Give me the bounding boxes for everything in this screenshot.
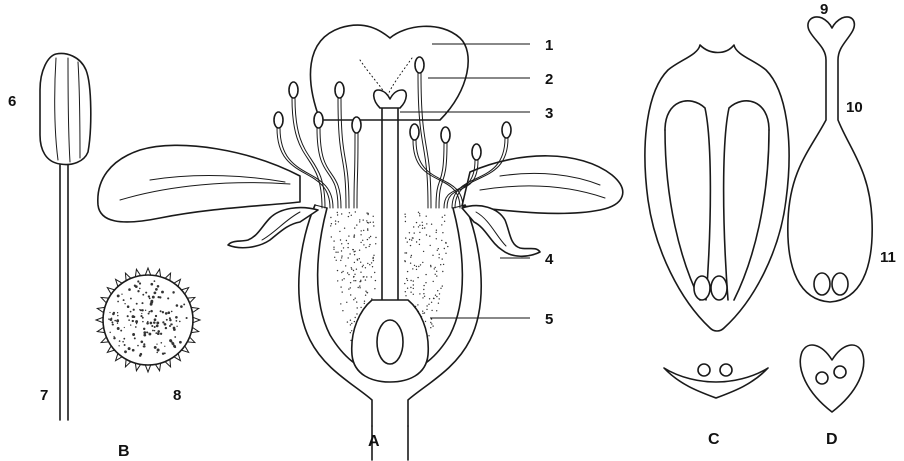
panel-label-b: B [118,443,130,460]
stamen-anther [274,112,283,128]
label-6: 6 [8,93,16,110]
panel-b-stamen [40,54,91,420]
label-8: 8 [173,387,181,404]
panel-d-pistil [788,17,872,412]
carpel-cross-section [664,368,768,398]
label-5: 5 [545,311,553,328]
stamen-filament [436,143,444,208]
ovule [377,320,403,364]
panel-label-d: D [826,431,838,448]
stamen-anther [415,57,424,73]
label-10: 10 [846,99,863,116]
stamen-anther [335,82,344,98]
stamen-anther [502,122,511,138]
label-2: 2 [545,71,553,88]
panel-c-carpel [645,45,789,398]
stamen-anther [289,82,298,98]
filament [60,165,68,420]
anther [40,54,91,165]
stamen-anther [472,144,481,160]
label-11: 11 [880,249,896,266]
pistil-cross-section [800,345,863,412]
style [382,108,398,300]
label-4: 4 [545,251,554,268]
stamen-anther [352,117,361,133]
pollen-grain [96,268,200,372]
pistil-outline [788,17,872,302]
panel-label-a: A [368,433,380,450]
panel-label-c: C [708,431,720,448]
stamen-filament [354,133,355,208]
left-petal [98,145,300,222]
label-9: 9 [820,1,828,18]
stamen-anther [314,112,323,128]
stamen-anther [441,127,450,143]
stamen-anther [410,124,419,140]
label-7: 7 [40,387,48,404]
label-1: 1 [545,37,553,54]
label-3: 3 [545,105,553,122]
